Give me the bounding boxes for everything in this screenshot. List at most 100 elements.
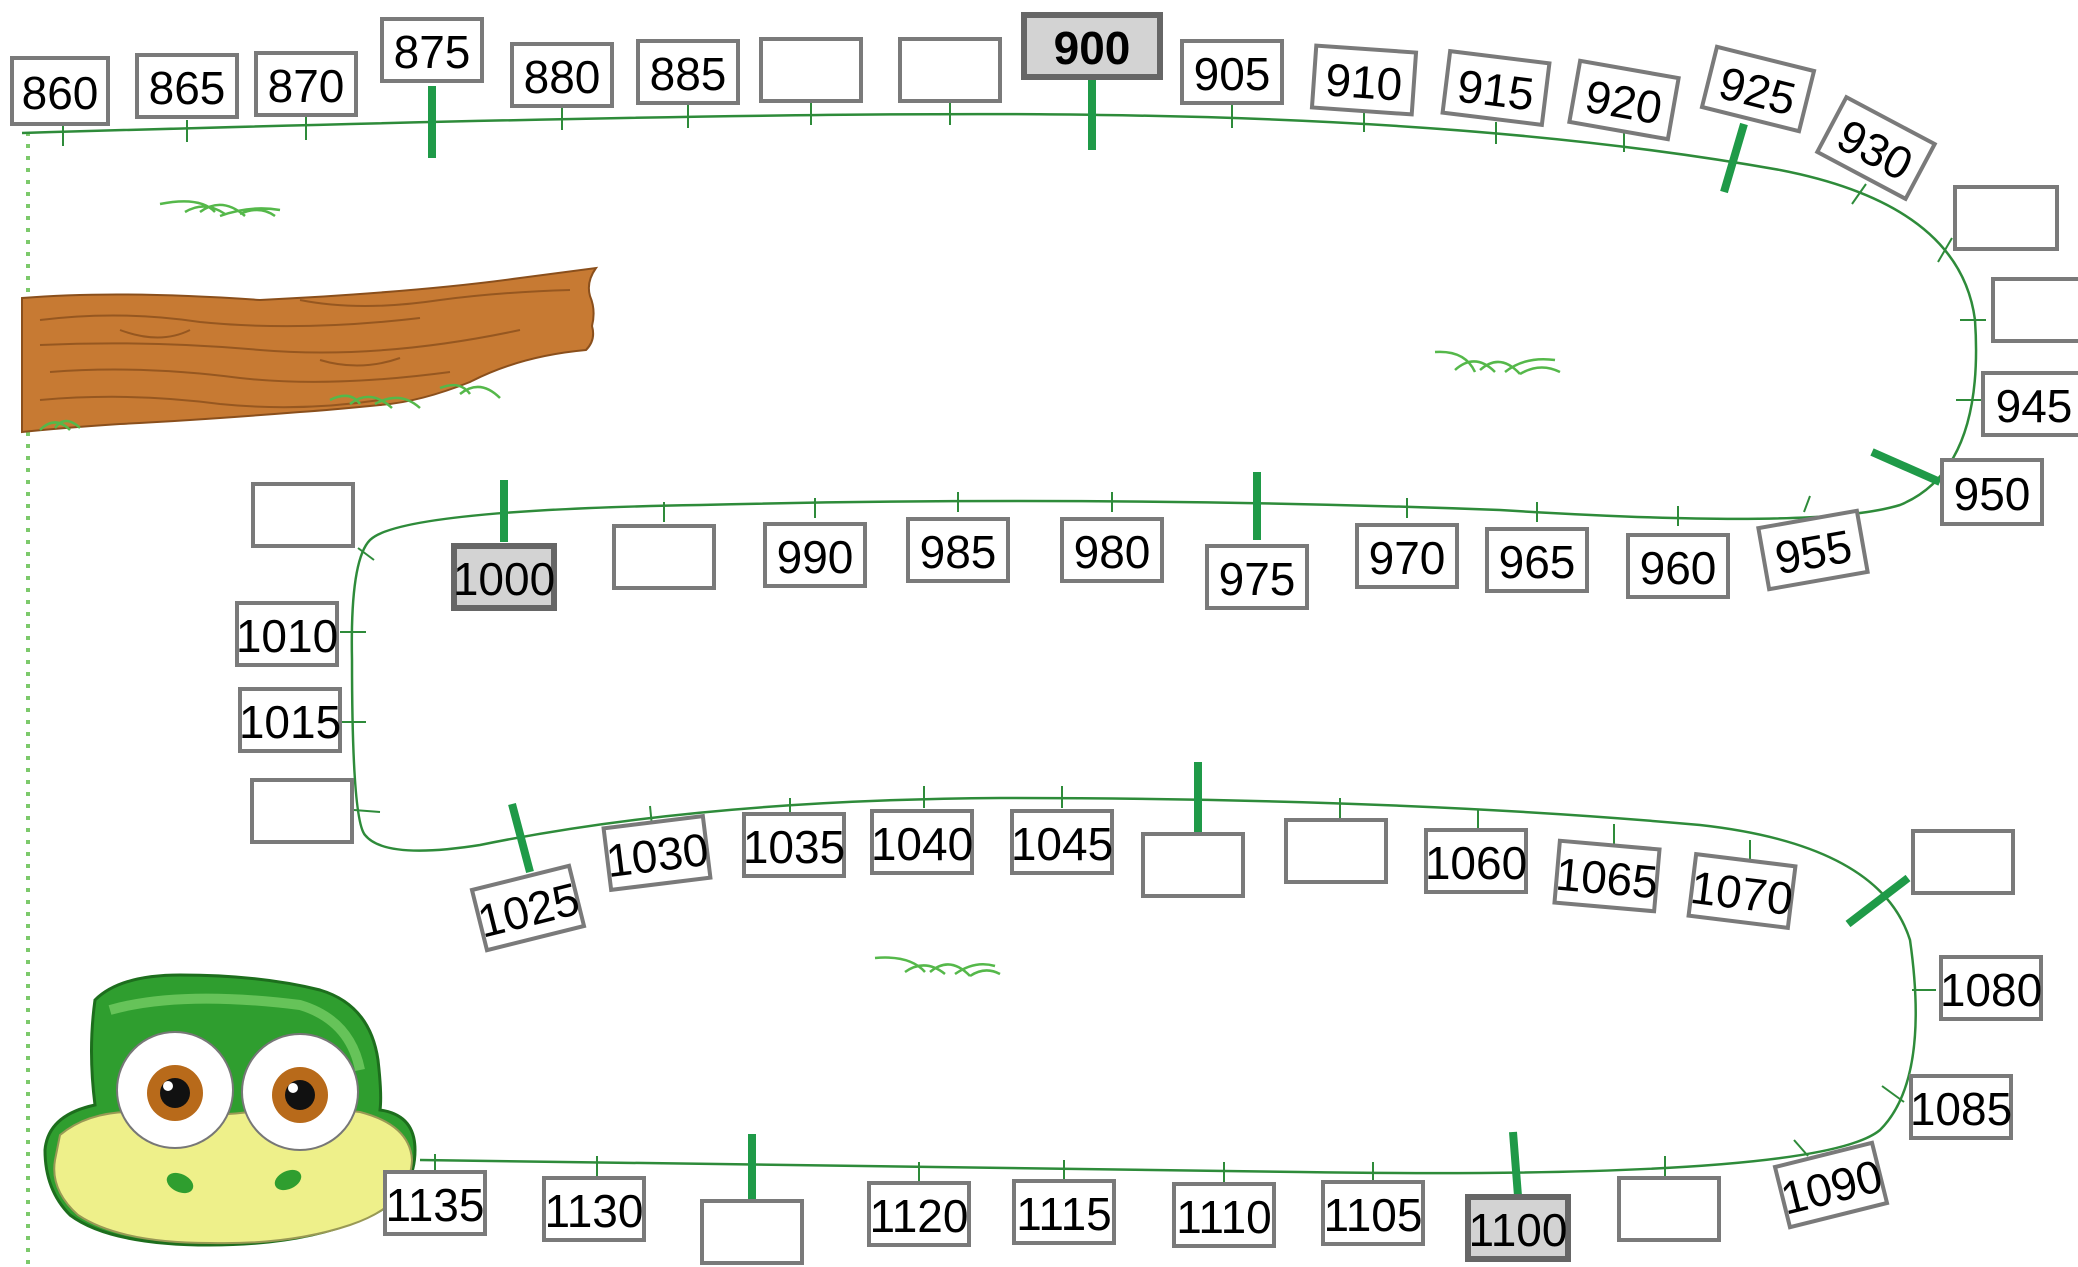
number-box: 990 [763, 522, 867, 588]
blank-answer-box[interactable] [250, 778, 354, 844]
number-box-frame [1172, 1182, 1276, 1248]
number-box-frame [1552, 838, 1662, 914]
number-box-frame [542, 1176, 646, 1242]
number-label: 945 [1996, 380, 2073, 432]
number-label: 865 [149, 62, 226, 114]
number-box-frame [1309, 43, 1419, 117]
number-label: 1010 [236, 610, 338, 662]
number-label: 1015 [239, 696, 341, 748]
number-box-frame [1440, 48, 1552, 128]
grass-tuft-icon [159, 200, 281, 218]
number-box: 880 [510, 42, 614, 108]
number-label: 1115 [1016, 1188, 1112, 1240]
number-label: 1135 [386, 1179, 485, 1231]
number-box-frame [906, 517, 1010, 583]
number-label: 880 [524, 51, 601, 103]
blank-answer-box[interactable] [898, 37, 1002, 103]
number-box-frame [759, 37, 863, 103]
blank-answer-box[interactable] [700, 1199, 804, 1265]
blank-answer-box[interactable] [1284, 818, 1388, 884]
number-box-frame [1686, 851, 1798, 931]
number-box: 865 [135, 53, 239, 119]
number-box-frame [135, 53, 239, 119]
number-box: 970 [1355, 523, 1459, 589]
blank-answer-box[interactable] [1911, 829, 2015, 895]
number-label: 1060 [1425, 837, 1527, 889]
minor-tick [1803, 495, 1811, 513]
number-label: 960 [1640, 542, 1717, 594]
number-box-frame [1939, 955, 2043, 1021]
number-label: 885 [650, 48, 727, 100]
number-label: 1100 [1469, 1204, 1568, 1256]
number-label: 1090 [1776, 1149, 1888, 1224]
number-label: 990 [777, 531, 854, 583]
number-box: 910 [1309, 43, 1419, 117]
blank-answer-box[interactable] [1953, 185, 2059, 251]
number-box-frame [1010, 809, 1114, 875]
number-box-frame [1284, 818, 1388, 884]
number-box: 875 [380, 17, 484, 83]
grass-tuft-icon [874, 956, 1001, 978]
number-label: 1025 [473, 872, 585, 947]
number-box: 1015 [238, 687, 342, 753]
number-box: 1130 [542, 1176, 646, 1242]
number-box-frame [250, 778, 354, 844]
blank-answer-box[interactable] [1141, 832, 1245, 898]
number-box: 1135 [383, 1170, 487, 1236]
minor-tick [1937, 237, 1953, 263]
highlighted-number-box: 1100 [1465, 1194, 1571, 1262]
number-box-frame [1911, 829, 2015, 895]
number-box-frame [1953, 185, 2059, 251]
number-box-frame [1060, 517, 1164, 583]
number-box-frame [1814, 94, 1938, 202]
number-box-frame [1699, 44, 1817, 134]
number-box-frame [1756, 508, 1870, 592]
number-box: 1065 [1552, 838, 1662, 914]
number-box-frame [254, 51, 358, 117]
number-box-frame [1205, 544, 1309, 610]
major-tick [508, 802, 534, 874]
number-box: 985 [906, 517, 1010, 583]
minor-tick [1851, 183, 1867, 205]
number-box-frame [1355, 523, 1459, 589]
number-box-frame [1012, 1179, 1116, 1245]
major-tick [1720, 122, 1748, 194]
number-line-path [21, 112, 1978, 1175]
number-box-frame [867, 1181, 971, 1247]
blank-answer-box[interactable] [612, 524, 716, 590]
number-label: 975 [1219, 553, 1296, 605]
number-label: 1065 [1554, 848, 1660, 909]
number-label: 1035 [743, 821, 845, 873]
number-box-frame [870, 809, 974, 875]
blank-answer-box[interactable] [759, 37, 863, 103]
number-box-frame [1626, 533, 1730, 599]
number-box: 945 [1981, 371, 2078, 437]
number-box-frame [380, 17, 484, 83]
blank-answer-box[interactable] [1617, 1176, 1721, 1242]
number-label: 1085 [1910, 1083, 2012, 1135]
number-label: 950 [1954, 468, 2031, 520]
number-box-frame [510, 42, 614, 108]
number-box-frame [1321, 1180, 1425, 1246]
number-label: 1130 [545, 1185, 644, 1237]
number-box-frame [1940, 458, 2044, 526]
number-label: 985 [920, 526, 997, 578]
blank-answer-box[interactable] [1991, 277, 2078, 343]
number-box: 885 [636, 39, 740, 105]
number-box: 1070 [1686, 851, 1798, 931]
number-box-frame [451, 543, 557, 611]
number-box-frame [235, 601, 339, 667]
number-box-frame [1180, 39, 1284, 105]
number-box-frame [1909, 1074, 2013, 1140]
number-box-frame [238, 687, 342, 753]
number-box: 1085 [1909, 1074, 2013, 1140]
minor-tick [1881, 1085, 1905, 1103]
grass-tuft-icon [1434, 350, 1561, 376]
blank-answer-box[interactable] [251, 482, 355, 548]
number-box: 980 [1060, 517, 1164, 583]
number-box: 1025 [469, 863, 587, 953]
number-box-frame [898, 37, 1002, 103]
tree-log-icon [21, 266, 599, 434]
